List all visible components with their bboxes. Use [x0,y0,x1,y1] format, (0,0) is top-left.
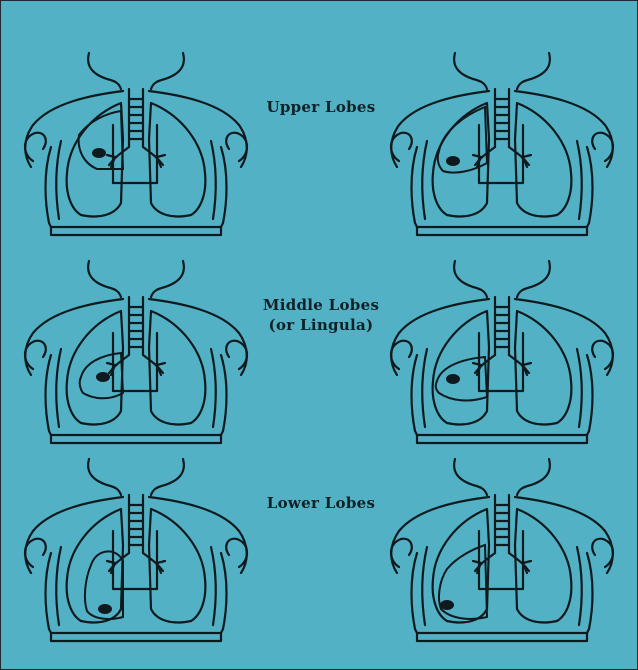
marker-dot [98,604,112,614]
torso-upper-right [377,43,627,263]
torso-middle-left-drawing [11,251,261,471]
marker-dot [446,156,460,166]
torso-lower-right-drawing [377,449,627,669]
torso-lower-left-drawing [11,449,261,669]
torso-upper-left [11,43,261,263]
torso-lower-right [377,449,627,669]
label-upper-lobes-text: Upper Lobes [201,97,441,117]
label-middle-lobes-line1: Middle Lobes [201,295,441,315]
label-lower-lobes: Lower Lobes [201,493,441,513]
marker-dot [96,372,110,382]
torso-lower-left [11,449,261,669]
label-lower-lobes-text: Lower Lobes [201,493,441,513]
torso-middle-left [11,251,261,471]
torso-upper-right-drawing [377,43,627,263]
label-middle-lobes-line2: (or Lingula) [201,315,441,335]
label-middle-lobes: Middle Lobes (or Lingula) [201,295,441,335]
torso-middle-right-drawing [377,251,627,471]
marker-dot [440,600,454,610]
label-upper-lobes: Upper Lobes [201,97,441,117]
marker-dot [446,374,460,384]
torso-upper-left-drawing [11,43,261,263]
torso-middle-right [377,251,627,471]
marker-dot [92,148,106,158]
